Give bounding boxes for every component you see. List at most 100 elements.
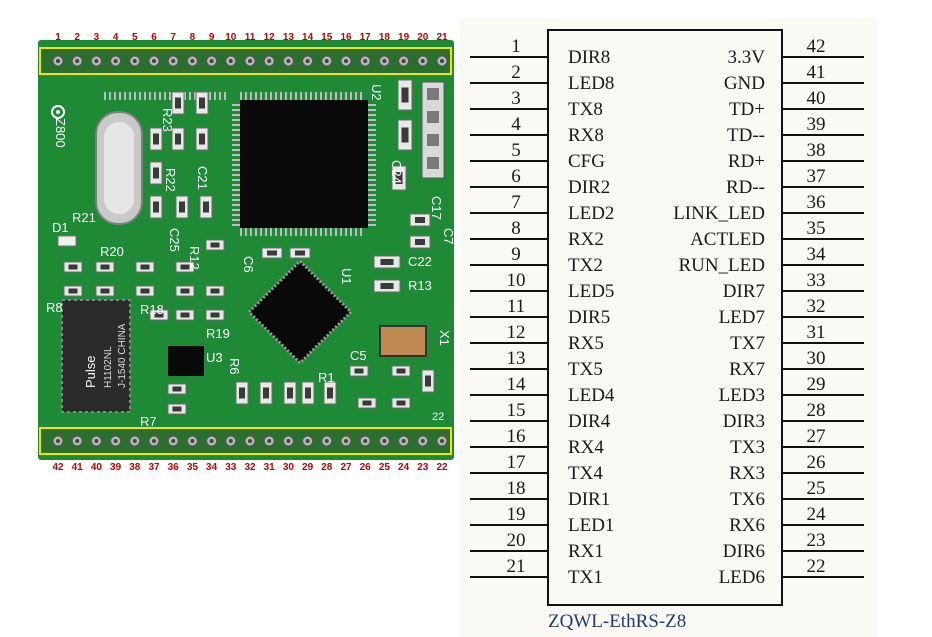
header-pin-hole [152, 439, 156, 443]
pin-label: LED2 [568, 203, 614, 224]
smd-component-body [68, 264, 78, 270]
bottom-pin-number: 35 [187, 462, 199, 473]
pin-label: TX7 [730, 333, 765, 354]
silk-u1: U1 [339, 268, 354, 285]
chip-lead [169, 92, 171, 100]
top-pin-number: 11 [245, 32, 256, 43]
side-header-pin [427, 157, 439, 169]
smd-component-body [305, 387, 311, 399]
header-pin-hole [56, 439, 60, 443]
chip-lead [285, 92, 287, 100]
header-pin-hole [344, 439, 348, 443]
pin-number: 15 [507, 400, 526, 421]
chip-lead [368, 159, 376, 161]
smd-component-body [415, 217, 425, 223]
chip-lead [232, 114, 240, 116]
chip-lead [275, 92, 277, 100]
header-pin-hole [401, 439, 406, 443]
chip-lead [159, 92, 161, 100]
ethernet-magnetics [61, 299, 131, 413]
pin-label: DIR3 [723, 411, 765, 432]
pin-label: RX3 [729, 463, 765, 484]
pin-number: 39 [807, 114, 826, 135]
pin-label: RX1 [568, 541, 604, 562]
smd-component-body [287, 387, 293, 399]
pin-label: LINK_LED [673, 203, 765, 224]
chip-lead [310, 92, 312, 100]
pin-number: 10 [507, 270, 526, 291]
chip-lead [290, 92, 292, 100]
pin-label: DIR2 [568, 177, 610, 198]
chip-lead [368, 124, 376, 126]
chip-lead [368, 149, 376, 151]
silk-r6: R6 [227, 358, 242, 375]
chip-lead [265, 228, 267, 236]
chip-lead [232, 199, 240, 201]
chip-lead [270, 228, 272, 236]
chip-lead [310, 228, 312, 236]
chip-lead [194, 92, 196, 100]
silk-r13: R13 [408, 278, 432, 293]
bottom-pin-number: 38 [129, 462, 141, 473]
pin-number: 26 [807, 452, 826, 473]
chip-lead [368, 194, 376, 196]
pin-number: 5 [511, 140, 521, 161]
pin-label: RX7 [729, 359, 765, 380]
side-header-pin [427, 88, 439, 100]
smd-component-body [140, 264, 150, 270]
side-header-pin [427, 134, 439, 146]
bottom-pin-number: 22 [436, 462, 448, 473]
chip-lead [368, 204, 376, 206]
bottom-pin-number: 25 [379, 462, 391, 473]
chip-lead [219, 92, 221, 100]
header-pin-hole [132, 439, 137, 443]
pin-number: 16 [507, 426, 526, 447]
smd-component-body [100, 264, 110, 270]
pin-label: DIR5 [568, 307, 610, 328]
smd-component-body [239, 387, 245, 399]
pin-label: 3.3V [728, 47, 766, 68]
pin-label: LED4 [568, 385, 615, 406]
chip-lead [232, 219, 240, 221]
smd-component-body [180, 312, 190, 318]
chip-lead [368, 224, 376, 226]
bottom-pin-number: 42 [52, 462, 64, 473]
left-pin-column: 1DIR82LED83TX84RX85CFG6DIR27LED28RX29TX2… [470, 36, 615, 588]
pin-number: 14 [507, 374, 527, 395]
chip-lead [232, 184, 240, 186]
smd-component-body [267, 250, 277, 256]
chip-lead [360, 92, 362, 100]
top-pin-number: 18 [379, 32, 391, 43]
bottom-pin-number: 33 [225, 462, 237, 473]
chip-lead [368, 139, 376, 141]
chip-lead [144, 92, 146, 100]
header-pin-hole [190, 439, 195, 443]
pin-label: DIR6 [723, 541, 765, 562]
silk-x1: X1 [437, 330, 452, 346]
header-pin-hole [113, 439, 118, 443]
chip-lead [250, 92, 252, 100]
chip-lead [232, 159, 240, 161]
smd-component-body [395, 172, 403, 184]
header-pin-hole [440, 439, 444, 443]
header-pin-hole [152, 59, 156, 63]
silkscreen-labels: R23 R22 C21 R21 D1 R20 C25 R12 C6 R1 C22… [46, 84, 456, 429]
chip-lead [232, 194, 240, 196]
smd-component-body [180, 264, 190, 270]
bottom-header-pins [52, 435, 448, 447]
top-pin-number: 15 [321, 32, 333, 43]
chip-lead [368, 114, 376, 116]
pin-number: 1 [511, 36, 521, 57]
bottom-pin-number: 24 [398, 462, 410, 473]
chip-lead [345, 92, 347, 100]
chip-lead [300, 228, 302, 236]
top-pin-number: 3 [94, 32, 100, 43]
top-pin-number: 16 [340, 32, 352, 43]
top-header-pins [52, 55, 448, 67]
ethernet-phy-chip [246, 258, 354, 366]
top-pin-number: 2 [74, 32, 80, 43]
smd-component-body [401, 127, 409, 143]
chip-lead [134, 92, 136, 100]
chip-lead [325, 92, 327, 100]
smd-component-body [172, 386, 182, 392]
